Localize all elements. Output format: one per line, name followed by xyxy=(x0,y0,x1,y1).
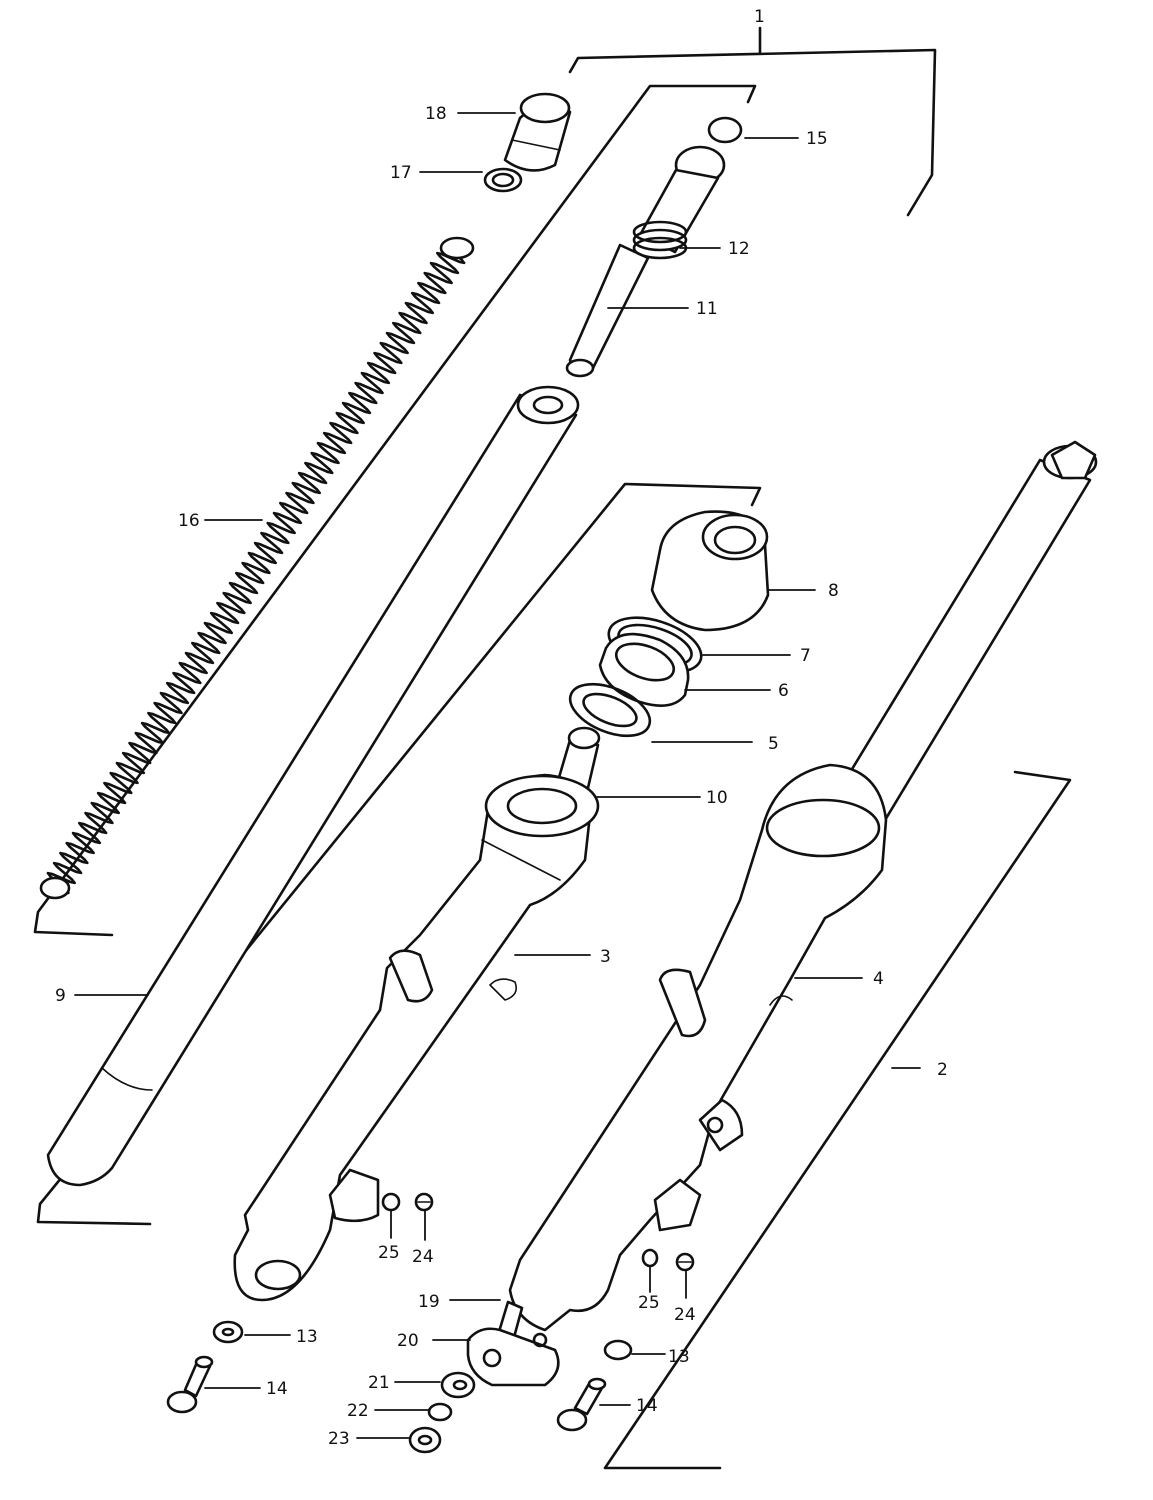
callout-18: 18 xyxy=(425,104,447,124)
callout-4: 4 xyxy=(873,969,884,989)
callout-16: 16 xyxy=(178,511,200,531)
part-25-washer-left xyxy=(381,1192,401,1212)
part-3-outer-tube-left xyxy=(233,773,600,1302)
part-13-gasket-left xyxy=(212,1320,244,1344)
callout-24-left: 24 xyxy=(412,1247,434,1267)
callout-14-right: 14 xyxy=(636,1396,658,1416)
part-24-screw-right xyxy=(675,1252,695,1272)
part-17-o-ring xyxy=(483,167,523,193)
callout-12: 12 xyxy=(728,239,750,259)
part-8-dust-seal xyxy=(650,510,770,632)
part-15-cap xyxy=(707,116,743,144)
part-13-gasket-right xyxy=(603,1339,633,1361)
part-23-nut xyxy=(408,1426,442,1454)
part-11-damper-rod xyxy=(565,145,726,378)
callout-13-left: 13 xyxy=(296,1327,318,1347)
callout-7: 7 xyxy=(800,646,811,666)
callout-5: 5 xyxy=(768,734,779,754)
callout-labels: 1 2 3 4 5 6 7 8 9 10 11 12 13 13 14 14 1… xyxy=(55,7,948,1449)
callout-22: 22 xyxy=(347,1401,369,1421)
callout-9: 9 xyxy=(55,986,66,1006)
part-24-screw-left xyxy=(414,1192,434,1212)
callout-13-right: 13 xyxy=(668,1347,690,1367)
callout-25-right: 25 xyxy=(638,1293,660,1313)
callout-24-right: 24 xyxy=(674,1305,696,1325)
group-bracket-3 xyxy=(36,482,762,1226)
part-16-fork-spring xyxy=(39,236,475,900)
callout-19: 19 xyxy=(418,1292,440,1312)
part-4-outer-tube-right xyxy=(508,440,1098,1332)
part-25-washer-right xyxy=(641,1248,659,1268)
callout-11: 11 xyxy=(696,299,718,319)
callout-1: 1 xyxy=(754,7,765,27)
part-20-axle-holder xyxy=(466,1327,560,1387)
callout-2: 2 xyxy=(937,1060,948,1080)
callout-21: 21 xyxy=(368,1373,390,1393)
group-bracket-2 xyxy=(603,770,1072,1470)
part-5-washer xyxy=(568,682,652,738)
leader-lines xyxy=(74,112,921,1439)
spring-coil xyxy=(46,241,466,895)
part-22-spring-washer xyxy=(427,1402,453,1422)
callout-15: 15 xyxy=(806,129,828,149)
callout-25-left: 25 xyxy=(378,1243,400,1263)
group-bracket-9 xyxy=(33,84,757,937)
callout-23: 23 xyxy=(328,1429,350,1449)
part-14-bolt-left xyxy=(166,1355,214,1414)
part-21-washer xyxy=(440,1371,476,1399)
part-18-cap-bolt xyxy=(503,92,572,172)
callout-14-left: 14 xyxy=(266,1379,288,1399)
callout-17: 17 xyxy=(390,163,412,183)
callout-3: 3 xyxy=(600,947,611,967)
part-9-inner-tube xyxy=(46,385,580,1187)
callout-6: 6 xyxy=(778,681,789,701)
callout-10: 10 xyxy=(706,788,728,808)
part-14-bolt-right xyxy=(556,1377,607,1432)
callout-20: 20 xyxy=(397,1331,419,1351)
part-6-oil-seal xyxy=(598,632,690,708)
callout-8: 8 xyxy=(828,581,839,601)
group-bracket-1 xyxy=(568,26,937,217)
